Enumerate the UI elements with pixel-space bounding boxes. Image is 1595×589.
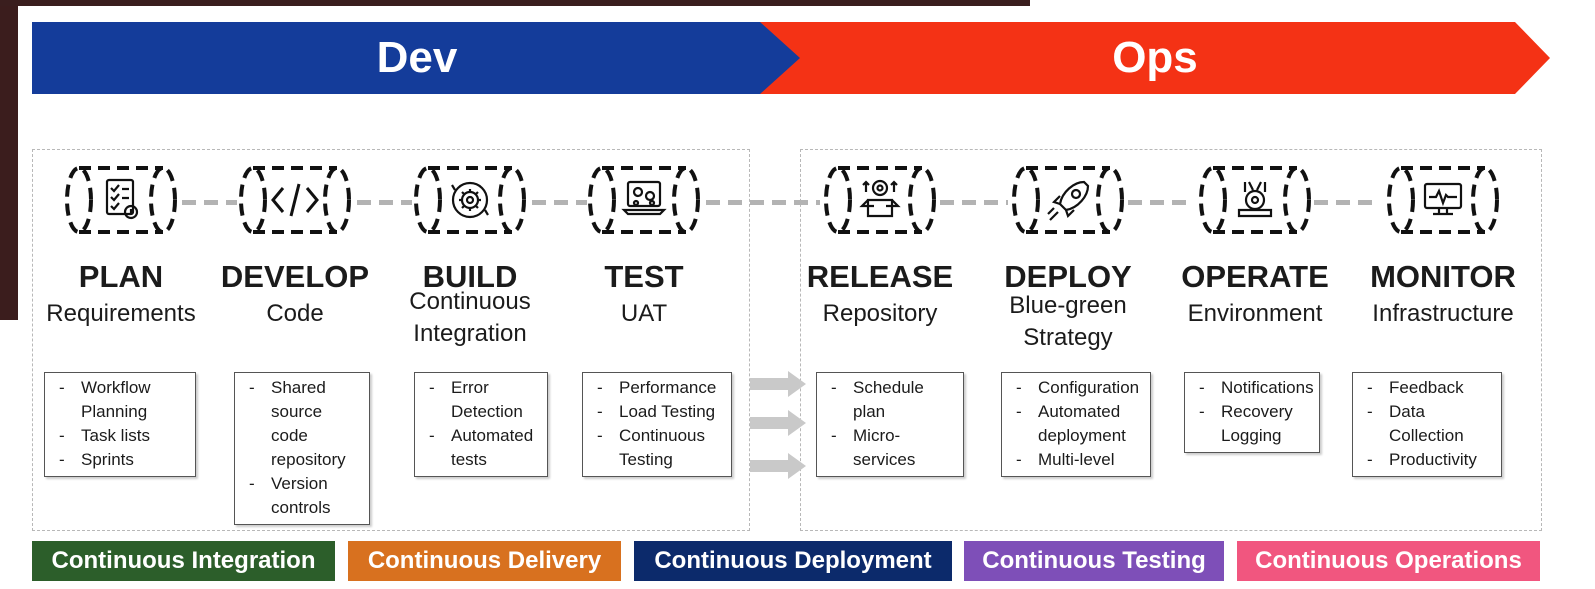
note-item: Sprints bbox=[53, 448, 189, 472]
connector-operate-monitor bbox=[1314, 200, 1376, 205]
note-item: Productivity bbox=[1361, 448, 1495, 472]
note-item: Automated tests bbox=[423, 424, 541, 472]
ops-banner: Ops bbox=[760, 22, 1560, 94]
flow-arrow-icon bbox=[750, 410, 806, 436]
stage-subtitle: Blue-green Strategy bbox=[1009, 292, 1127, 351]
stage-monitor: MONITOR Infrastructure bbox=[1358, 160, 1528, 330]
stage-develop: DEVELOP Code bbox=[210, 160, 380, 330]
stage-subtitle: UAT bbox=[620, 300, 668, 327]
connector-build-test bbox=[532, 200, 587, 205]
stage-frame bbox=[1004, 160, 1132, 240]
note-item: Automated deployment bbox=[1010, 400, 1144, 448]
connector-release-deploy bbox=[940, 200, 1008, 205]
note-item: Load Testing bbox=[591, 400, 725, 424]
background-photo-strip bbox=[0, 0, 18, 320]
stage-deploy: DEPLOY Blue-green Strategy bbox=[983, 160, 1153, 354]
gear-cycle-icon bbox=[451, 181, 489, 219]
stage-title: TEST bbox=[604, 259, 684, 294]
stage-plan: PLAN Requirements bbox=[36, 160, 206, 330]
notes-build: Error Detection Automated tests bbox=[414, 372, 548, 477]
stage-title: RELEASE bbox=[806, 259, 954, 294]
stage-frame bbox=[231, 160, 359, 240]
legend-continuous-integration: Continuous Integration bbox=[32, 541, 335, 581]
notes-deploy: Configuration Automated deployment Multi… bbox=[1001, 372, 1151, 477]
notes-develop: Shared source code repository Version co… bbox=[234, 372, 370, 525]
rocket-icon bbox=[1047, 180, 1090, 221]
background-top-strip bbox=[0, 0, 1030, 6]
code-icon bbox=[271, 183, 319, 217]
stage-operate: OPERATE Environment bbox=[1170, 160, 1340, 330]
stage-title: MONITOR bbox=[1370, 259, 1516, 294]
legend-label: Continuous Delivery bbox=[367, 547, 602, 574]
stage-title: DEPLOY bbox=[1004, 259, 1132, 294]
checklist-icon bbox=[105, 178, 139, 220]
note-item: Schedule plan bbox=[825, 376, 957, 424]
note-item: Continuous Testing bbox=[591, 424, 725, 472]
stage-subtitle: Code bbox=[266, 300, 324, 327]
dev-panel bbox=[32, 149, 750, 531]
connector-plan-develop bbox=[182, 200, 237, 205]
tools-icon bbox=[1237, 181, 1273, 218]
note-item: Performance bbox=[591, 376, 725, 400]
note-item: Configuration bbox=[1010, 376, 1144, 400]
stage-frame bbox=[816, 160, 944, 240]
connector-develop-build bbox=[357, 200, 412, 205]
ops-panel bbox=[800, 149, 1542, 531]
legend-label: Continuous Operations bbox=[1255, 547, 1522, 574]
note-item: Data Collection bbox=[1361, 400, 1495, 448]
stage-subtitle: Infrastructure bbox=[1372, 300, 1514, 327]
stage-subtitle: Repository bbox=[822, 300, 938, 327]
dev-banner-label: Dev bbox=[376, 33, 458, 82]
notes-monitor: Feedback Data Collection Productivity bbox=[1352, 372, 1502, 477]
stage-build: BUILD Continuous Integration bbox=[385, 160, 555, 350]
laptop-gears-icon bbox=[621, 180, 667, 216]
monitor-icon bbox=[1423, 182, 1463, 216]
stage-frame bbox=[406, 160, 534, 240]
stage-frame bbox=[1379, 160, 1507, 240]
stage-release: RELEASE Repository bbox=[795, 160, 965, 330]
stage-title: PLAN bbox=[78, 259, 164, 294]
legend-continuous-delivery: Continuous Delivery bbox=[348, 541, 621, 581]
dev-banner: Dev bbox=[32, 22, 802, 94]
stage-subtitle: Continuous Integration bbox=[409, 288, 531, 347]
note-item: Shared source code repository bbox=[243, 376, 363, 472]
legend-continuous-operations: Continuous Operations bbox=[1237, 541, 1540, 581]
ops-banner-label: Ops bbox=[1112, 33, 1198, 82]
stage-title: DEVELOP bbox=[220, 259, 370, 294]
stage-title: OPERATE bbox=[1181, 259, 1329, 294]
stage-frame bbox=[580, 160, 708, 240]
note-item: Task lists bbox=[53, 424, 189, 448]
legend-label: Continuous Deployment bbox=[654, 547, 932, 574]
stage-title: BUILD bbox=[422, 259, 518, 294]
stage-subtitle: Environment bbox=[1187, 300, 1323, 327]
flow-arrow-icon bbox=[750, 371, 806, 397]
note-item: Version controls bbox=[243, 472, 363, 520]
note-item: Recovery Logging bbox=[1193, 400, 1313, 448]
connector-test-release bbox=[706, 200, 820, 205]
stage-subtitle: Requirements bbox=[46, 300, 196, 327]
notes-plan: Workflow Planning Task lists Sprints bbox=[44, 372, 196, 477]
legend-continuous-testing: Continuous Testing bbox=[964, 541, 1224, 581]
stage-frame bbox=[1191, 160, 1319, 240]
notes-test: Performance Load Testing Continuous Test… bbox=[582, 372, 732, 477]
connector-deploy-operate bbox=[1128, 200, 1190, 205]
stage-test: TEST UAT bbox=[559, 160, 729, 330]
flow-arrow-icon bbox=[750, 453, 806, 479]
note-item: Error Detection bbox=[423, 376, 541, 424]
stage-frame bbox=[57, 160, 185, 240]
note-item: Micro-services bbox=[825, 424, 957, 472]
note-item: Workflow Planning bbox=[53, 376, 189, 424]
notes-operate: Notifications Recovery Logging bbox=[1184, 372, 1320, 453]
box-gear-icon bbox=[859, 179, 901, 218]
legend-label: Continuous Integration bbox=[51, 547, 316, 574]
note-item: Notifications bbox=[1193, 376, 1314, 400]
legend-continuous-deployment: Continuous Deployment bbox=[634, 541, 952, 581]
note-item: Multi-level bbox=[1010, 448, 1144, 472]
legend-label: Continuous Testing bbox=[982, 547, 1206, 574]
notes-release: Schedule plan Micro-services bbox=[816, 372, 964, 477]
note-item: Feedback bbox=[1361, 376, 1495, 400]
